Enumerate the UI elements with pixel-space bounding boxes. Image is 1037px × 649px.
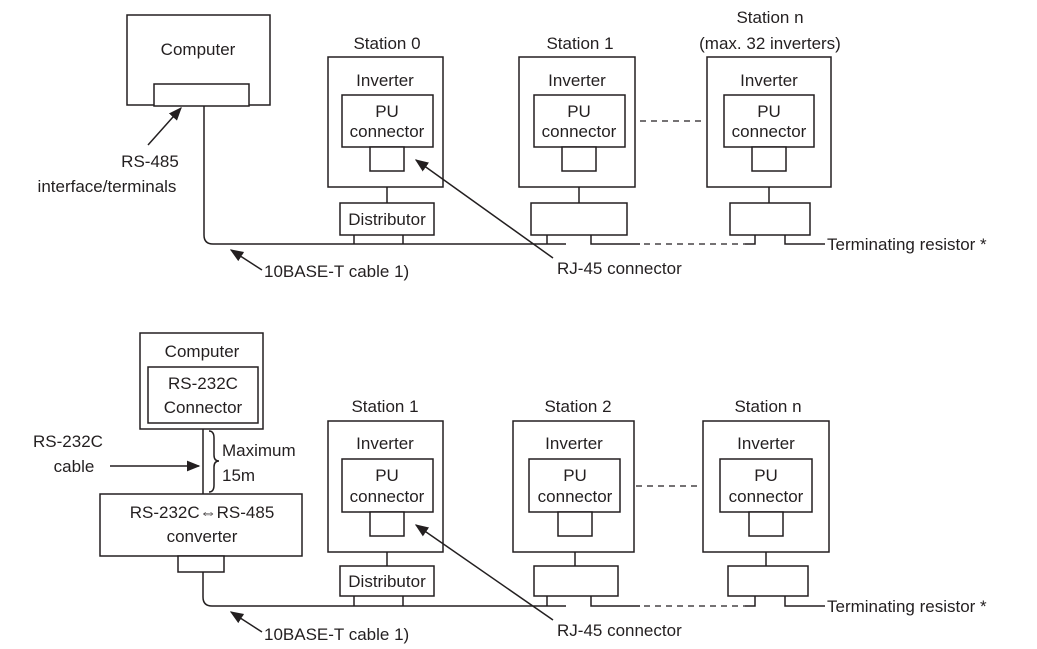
top-cable-pointer [229,249,263,271]
top-station-0-pu-1: PU [375,102,399,121]
top-station-1-rj45 [561,146,597,172]
top-station-1-pu-1: PU [567,102,591,121]
top-computer-label: Computer [161,40,236,59]
bottom-station-2-pu-2: connector [538,487,613,506]
bottom-station-2-inverter: Inverter [545,434,603,453]
top-station-1-inverter: Inverter [548,71,606,90]
top-terminator-label: Terminating resistor * [827,235,987,254]
bottom-rj45-label: RJ-45 connector [557,621,682,640]
top-cable-label: 10BASE-T cable 1) [264,262,409,281]
bottom-station-n-inverter: Inverter [737,434,795,453]
top-station-n: Station n (max. 32 inverters) Inverter P… [699,8,841,236]
top-rj45-pointer [414,159,554,259]
top-station-n-subtitle: (max. 32 inverters) [699,34,841,53]
top-rs485-pointer [147,106,182,146]
bottom-station-1-distributor-label: Distributor [348,572,426,591]
top-station-n-pu-2: connector [732,122,807,141]
bottom-rj45-pointer [414,524,554,621]
bottom-station-1-inverter: Inverter [356,434,414,453]
bottom-cable-label: 10BASE-T cable 1) [264,625,409,644]
bottom-station-2-distributor [533,565,619,597]
top-station-1-distributor [530,202,628,236]
bottom-converter-port [177,555,225,573]
bottom-station-1: Station 1 Inverter PU connector Distribu… [327,397,444,597]
top-station-n-distributor [729,202,811,236]
bottom-station-1-pu-connector [341,458,434,513]
top-station-0: Station 0 Inverter PU connector Distribu… [327,34,444,236]
top-station-0-pu-2: connector [350,122,425,141]
top-rs485-port [153,83,250,107]
bottom-station-2: Station 2 Inverter PU connector [512,397,635,597]
top-bus-cable [203,106,566,245]
bottom-station-2-title: Station 2 [544,397,611,416]
bottom-station-n-pu-connector [719,458,813,513]
bottom-station-1-pu-1: PU [375,466,399,485]
bottom-rs232c-cable-label-1: RS-232C [33,432,103,451]
top-station-n-title: Station n [736,8,803,27]
top-station-0-distributor-label: Distributor [348,210,426,229]
bottom-rs232c-connector [147,366,259,424]
bottom-station-2-rj45 [557,511,593,537]
bottom-station-2-pu-connector [528,458,621,513]
bottom-diagram: Computer RS-232C Connector Maximum 15m R… [33,332,987,644]
bottom-station-1-title: Station 1 [351,397,418,416]
bottom-converter: RS-232C⇔RS-485 converter [99,493,303,573]
bottom-bus-cable [202,572,566,607]
top-station-1: Station 1 Inverter PU connector [518,34,636,236]
bottom-length-brace [208,430,220,493]
bottom-max-length-2: 15m [222,466,255,485]
top-computer: Computer [126,14,271,107]
bottom-station-1-pu-2: connector [350,487,425,506]
bottom-station-1-rj45 [369,511,405,537]
top-station-0-rj45 [369,146,405,172]
top-diagram: Computer RS-485 interface/terminals Stat… [38,8,987,281]
top-station-n-rj45 [751,146,787,172]
bottom-computer-label: Computer [165,342,240,361]
top-rj45-label: RJ-45 connector [557,259,682,278]
top-station-n-pu-1: PU [757,102,781,121]
top-station-n-inverter: Inverter [740,71,798,90]
bottom-station-n-rj45 [748,511,784,537]
bottom-terminator-label: Terminating resistor * [827,597,987,616]
top-rs485-label-1: RS-485 [121,152,179,171]
bottom-station-2-pu-1: PU [563,466,587,485]
bottom-station-n-pu-2: connector [729,487,804,506]
top-station-1-pu-2: connector [542,122,617,141]
top-station-0-inverter: Inverter [356,71,414,90]
bottom-station-1-distributor [339,565,435,597]
bottom-converter-label-2: converter [167,527,238,546]
bottom-rs232c-connector-1: RS-232C [168,374,238,393]
top-station-1-title: Station 1 [546,34,613,53]
top-station-1-pu-connector [533,94,626,148]
bottom-station-n: Station n Inverter PU connector [702,397,830,597]
top-station-0-title: Station 0 [353,34,420,53]
bottom-computer: Computer RS-232C Connector [139,332,264,430]
bottom-max-length-1: Maximum [222,441,296,460]
bottom-station-n-pu-1: PU [754,466,778,485]
bottom-station-n-distributor [727,565,809,597]
bottom-rs232c-connector-2: Connector [164,398,243,417]
bottom-rs232c-cable-label-2: cable [54,457,95,476]
bottom-cable-pointer [229,611,263,633]
top-station-0-distributor [339,202,435,236]
bottom-converter-label-1: RS-232C⇔RS-485 [130,503,275,522]
bottom-station-n-title: Station n [734,397,801,416]
top-rs485-label-2: interface/terminals [38,177,177,196]
